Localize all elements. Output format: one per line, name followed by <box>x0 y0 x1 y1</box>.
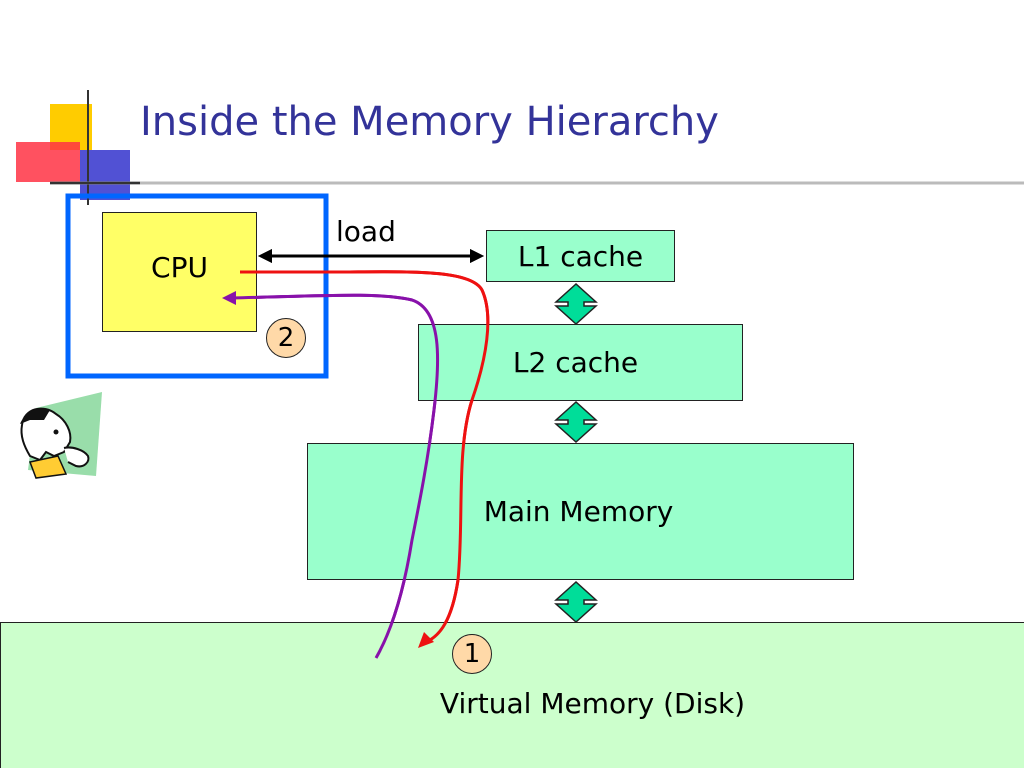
load-label: load <box>336 215 396 248</box>
main-memory-label: Main Memory <box>483 495 674 528</box>
l1-cache-label: L1 cache <box>517 239 644 273</box>
main-disk-arrow <box>554 580 598 624</box>
slide-corner-decoration <box>16 90 1024 205</box>
main-memory-box: Main Memory <box>307 443 854 580</box>
step-2-badge: 2 <box>266 318 306 358</box>
cpu-box: CPU <box>102 212 257 332</box>
step-1-badge: 1 <box>452 634 492 674</box>
slide-title: Inside the Memory Hierarchy <box>140 99 719 145</box>
load-arrow <box>258 249 484 263</box>
virtual-memory-disk-box: Virtual Memory (Disk) <box>0 622 1024 768</box>
l2-cache-box: L2 cache <box>418 324 743 401</box>
virtual-memory-disk-label: Virtual Memory (Disk) <box>439 687 746 720</box>
cpu-label: CPU <box>151 250 208 284</box>
l2-cache-label: L2 cache <box>512 346 639 379</box>
l1-cache-box: L1 cache <box>486 230 675 282</box>
thinking-man-clipart <box>20 392 102 479</box>
l1-l2-arrow <box>554 282 598 326</box>
l2-main-arrow <box>554 400 598 444</box>
